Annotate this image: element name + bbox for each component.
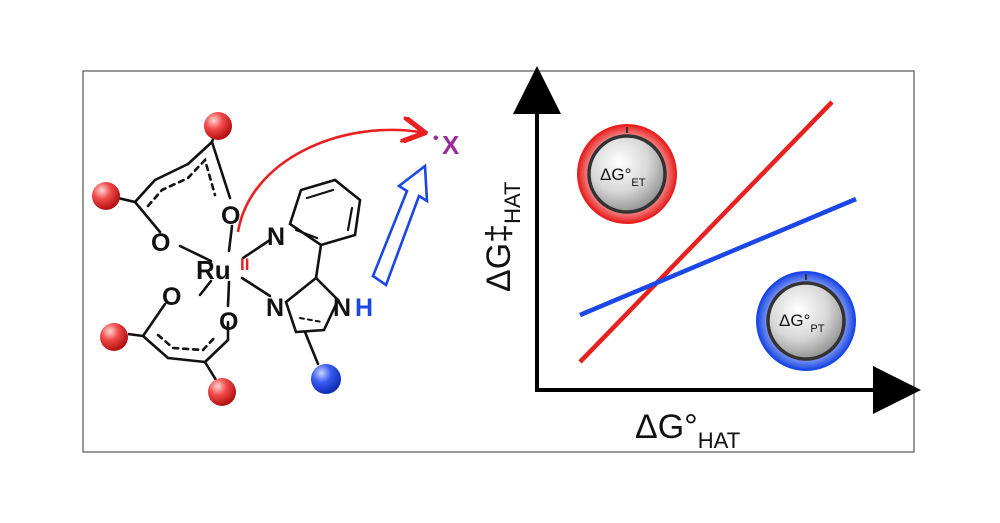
red-correlation-line (578, 100, 834, 364)
oxygen-label-upper-right: O (221, 202, 240, 230)
ruthenium-complex: O O O O Ru II N N N H • X (92, 112, 460, 406)
oxygen-label-lower-right: O (219, 308, 238, 336)
radical-x-label: X (442, 130, 460, 160)
y-axis-label: ΔG‡HAT (480, 182, 525, 292)
et-dial-label: ΔG°ET (600, 165, 646, 189)
pt-dial: ΔG°PT (756, 271, 856, 371)
imidazole-nitrogen-label: N (266, 294, 284, 322)
oxygen-label-upper-left: O (151, 229, 170, 257)
pyridine-nitrogen-label: N (267, 223, 285, 251)
free-energy-plot: ΔG°ET ΔG°PT ΔG°HAT ΔG‡HAT (480, 66, 921, 453)
x-axis-label: ΔG°HAT (635, 408, 740, 453)
figure-frame (82, 70, 915, 453)
blue-correlation-line (579, 196, 857, 318)
pt-dial-label: ΔG°PT (779, 311, 825, 335)
et-dial: ΔG°ET (577, 124, 677, 224)
electron-transfer-arrow (236, 130, 420, 233)
nh-hydrogen-label: H (355, 294, 373, 322)
oxygen-label-lower-left: O (162, 283, 181, 311)
ruthenium-label: Ru (196, 255, 231, 285)
oxidation-state-label: II (240, 255, 249, 274)
proton-transfer-arrow (371, 163, 429, 288)
radical-dot: • (433, 130, 439, 147)
nh-nitrogen-label: N (333, 294, 351, 322)
